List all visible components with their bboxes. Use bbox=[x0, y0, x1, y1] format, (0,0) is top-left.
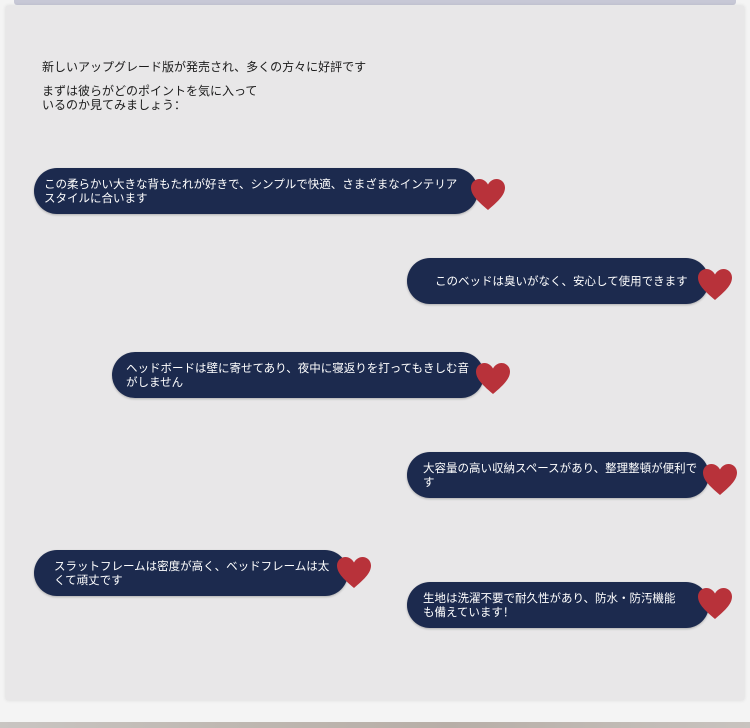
heart-icon bbox=[476, 363, 510, 394]
intro-subtext: まずは彼らがどのポイントを気に入って いるのか見てみましょう： bbox=[42, 84, 258, 112]
review-bubble-6: 生地は洗濯不要で耐久性があり、防水・防汚機能も備えています！ bbox=[407, 582, 709, 628]
review-bubble-5: スラットフレームは密度が高く、ベッドフレームは太くて頑丈です bbox=[34, 550, 348, 596]
bottom-image-edge bbox=[0, 722, 750, 728]
review-text-5: スラットフレームは密度が高く、ベッドフレームは太くて頑丈です bbox=[54, 559, 330, 587]
review-text-2: このベッドは臭いがなく、安心して使用できます bbox=[435, 274, 688, 288]
review-text-6: 生地は洗濯不要で耐久性があり、防水・防汚機能も備えています！ bbox=[423, 591, 676, 619]
heart-icon bbox=[337, 557, 371, 588]
top-image-edge bbox=[14, 0, 736, 5]
review-text-3: ヘッドボードは壁に寄せてあり、夜中に寝返りを打ってもきしむ音がしません bbox=[126, 361, 470, 389]
heart-icon bbox=[698, 269, 732, 300]
review-text-4: 大容量の高い収納スペースがあり、整理整頓が便利です bbox=[423, 461, 698, 489]
heart-icon bbox=[703, 464, 737, 495]
review-text-1: この柔らかい大きな背もたれが好きで、シンプルで快適、さまざまなインテリアスタイル… bbox=[44, 177, 458, 205]
review-bubble-3: ヘッドボードは壁に寄せてあり、夜中に寝返りを打ってもきしむ音がしません bbox=[112, 352, 484, 398]
heart-icon bbox=[471, 179, 505, 210]
review-bubble-4: 大容量の高い収納スペースがあり、整理整頓が便利です bbox=[407, 452, 709, 498]
review-bubble-1: この柔らかい大きな背もたれが好きで、シンプルで快適、さまざまなインテリアスタイル… bbox=[34, 168, 478, 214]
intro-headline: 新しいアップグレード版が発売され、多くの方々に好評です bbox=[42, 60, 367, 74]
review-bubble-2: このベッドは臭いがなく、安心して使用できます bbox=[407, 258, 709, 304]
heart-icon bbox=[698, 588, 732, 619]
